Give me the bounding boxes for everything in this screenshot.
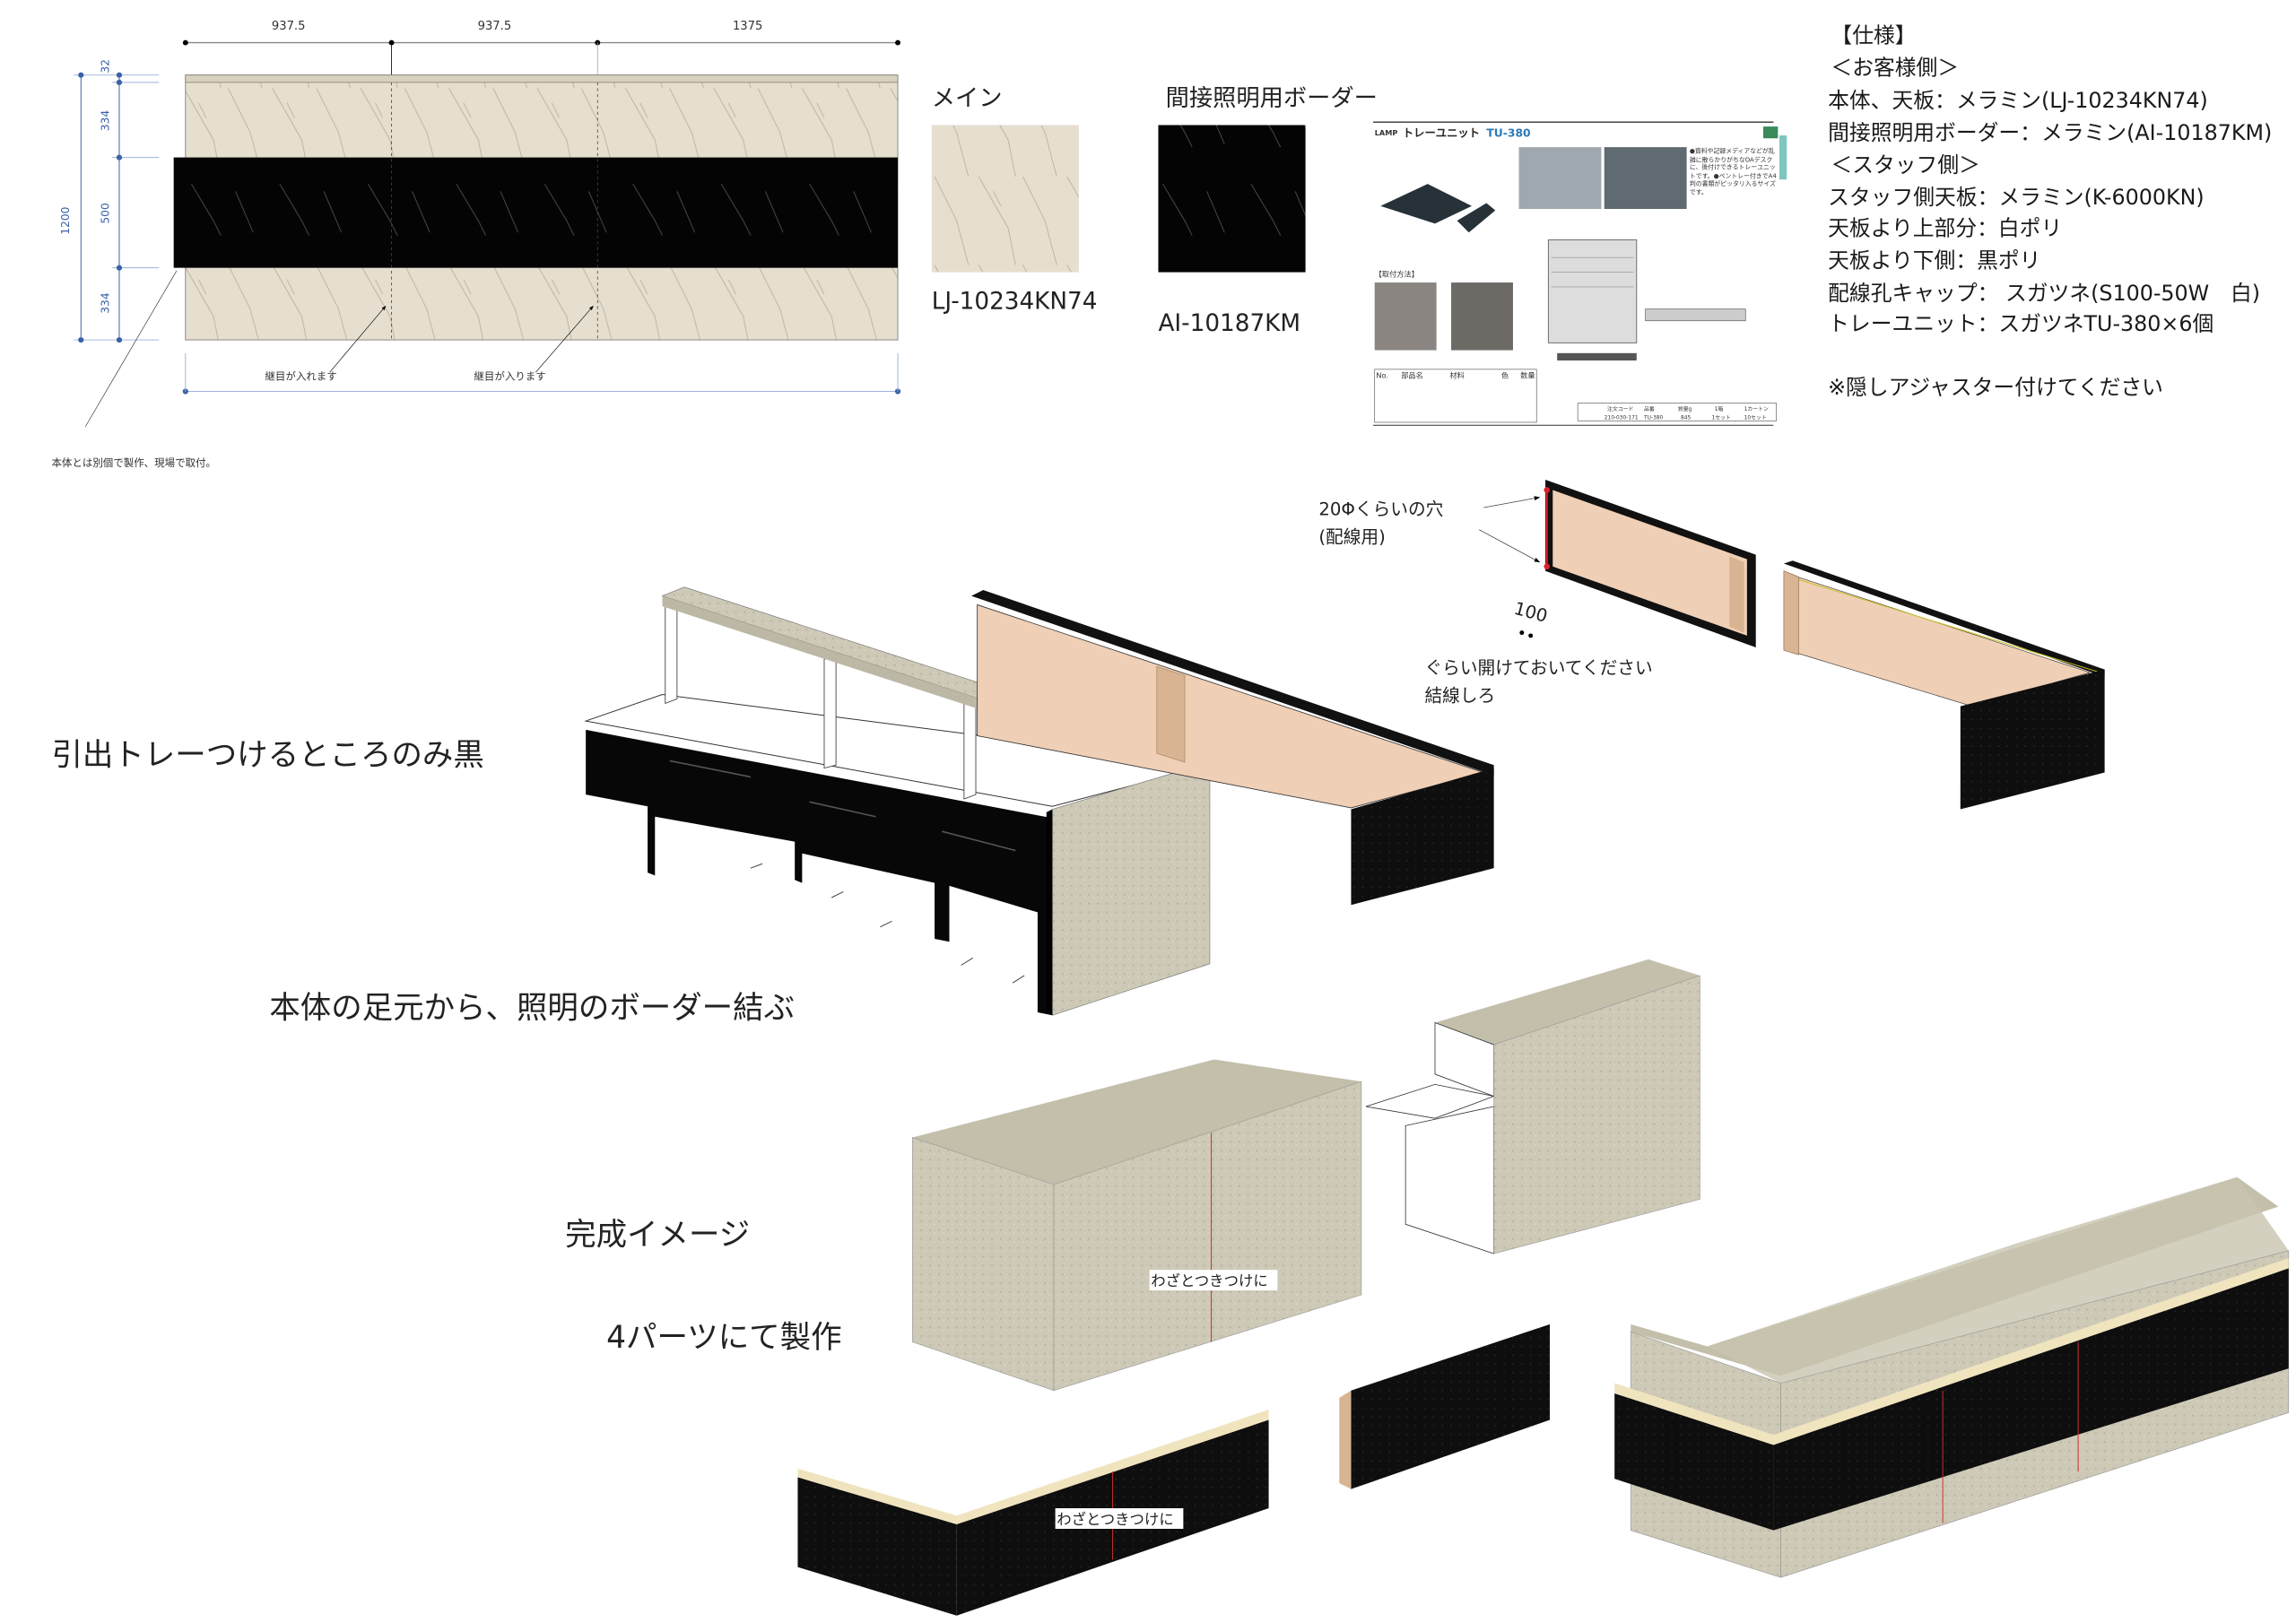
completed-counter-left: わざとつきつけに [912, 1059, 1362, 1392]
butt-joint-note-2: わざとつきつけに [1057, 1511, 1173, 1528]
catalog-excerpt-tu380: LAMP トレーユニット TU-380 ●資料や記録メディアなどが乱雑に散らかり… [1369, 120, 1788, 427]
spec-line: トレーユニット：スガツネTU-380×6個 [1828, 311, 2213, 336]
catalog-parts-table: No. 部品名 材料 色 数量 [1374, 369, 1537, 423]
end-border-panel-iso [1783, 560, 2105, 810]
completed-border-left: わざとつきつけに [797, 1410, 1269, 1616]
swatch-main: メイン LJ-10234KN74 [931, 85, 1098, 316]
width-dim-2: 937.5 [478, 20, 512, 33]
catalog-brand: LAMP [1375, 128, 1398, 137]
svg-text:色: 色 [1501, 371, 1509, 380]
spec-customer-side: ＜お客様側＞ [1831, 56, 1959, 81]
four-parts-label: 4パーツにて製作 [606, 1320, 841, 1356]
border-panel-iso [971, 590, 1494, 906]
spec-list: 【仕様】 ＜お客様側＞ 本体、天板：メラミン(LJ-10234KN74) 間接照… [1828, 23, 2272, 400]
hole-offset-dim: 100 [1512, 598, 1550, 627]
height-dim-band: 500 [99, 203, 111, 223]
wiring-hole-bottom [1544, 563, 1550, 570]
completed-counter-right [1614, 1176, 2290, 1578]
black-border-band [173, 157, 899, 268]
open-note: ぐらい開けておいてください [1425, 658, 1653, 679]
height-dim-total: 1200 [59, 206, 72, 234]
front-elevation: 937.5 937.5 1375 1200 32 334 500 334 継目が… [51, 20, 901, 469]
svg-text:品番: 品番 [1644, 406, 1655, 412]
svg-text:No.: No. [1376, 371, 1388, 380]
spec-line: 本体、天板：メラミン(LJ-10234KN74) [1828, 88, 2208, 113]
border-swatch-image [1158, 125, 1306, 273]
svg-text:210-030-171: 210-030-171 [1605, 416, 1639, 421]
catalog-order-table: 注文コード 品番 質量g 1箱 1カートン 210-030-171 TU-380… [1577, 403, 1778, 421]
joint-note-1: 継目が入れます [265, 369, 336, 382]
swatch-main-code: LJ-10234KN74 [932, 289, 1098, 316]
svg-text:材料: 材料 [1449, 371, 1464, 380]
svg-text:1箱: 1箱 [1715, 405, 1724, 412]
joint-note-2: 継目が入ります [474, 369, 545, 382]
spec-staff-side: ＜スタッフ側＞ [1831, 152, 1979, 178]
wire-note: 結線しろ [1425, 686, 1496, 707]
svg-text:845: 845 [1681, 416, 1691, 421]
swatch-border-code: AI-10187KM [1158, 310, 1300, 337]
height-dim-top: 32 [99, 59, 111, 74]
svg-text:TU-380: TU-380 [1643, 416, 1664, 421]
spec-line: 天板より下側：黒ポリ [1828, 248, 2040, 273]
svg-text:1セット: 1セット [1711, 415, 1730, 421]
width-dim-3: 1375 [733, 20, 762, 33]
height-dim-lower: 334 [99, 292, 111, 314]
main-swatch-image [931, 125, 1079, 273]
side-note: 本体とは別個で製作、現場で取付。 [51, 456, 216, 469]
spec-heading: 【仕様】 [1831, 23, 1916, 48]
completed-image-label: 完成イメージ [565, 1217, 750, 1253]
catalog-install-label: 【取付方法】 [1375, 270, 1419, 279]
wiring-hole-top [1544, 487, 1550, 493]
hole-note: 20Φくらいの穴 [1318, 499, 1443, 519]
height-dim-upper: 334 [99, 110, 111, 132]
svg-text:注文コード: 注文コード [1607, 405, 1634, 412]
catalog-description: ●資料や記録メディアなどが乱雑に散らかりがちなOAデスクに、後付けできるトレーユ… [1689, 147, 1777, 196]
completed-border-middle [1339, 1324, 1550, 1489]
svg-text:質量g: 質量g [1678, 405, 1692, 412]
spec-line: 天板より上部分：白ポリ [1828, 216, 2062, 241]
spec-line: スタッフ側天板：メラミン(K-6000KN) [1828, 185, 2205, 210]
wiring-panel-iso: 20Φくらいの穴 (配線用) 100 ぐらい開けておいてください 結線しろ [1318, 479, 1756, 707]
svg-text:1カートン: 1カートン [1744, 406, 1769, 412]
swatch-border: 間接照明用ボーダー AI-10187KM [1158, 85, 1378, 337]
butt-joint-note-1: わざとつきつけに [1151, 1272, 1267, 1289]
tray-black-note: 引出トレーつけるところのみ黒 [51, 737, 483, 773]
completed-staff-unit [1365, 959, 1700, 1254]
spec-line: 配線孔キャップ： スガツネ(S100-50W 白) [1828, 281, 2260, 306]
catalog-title: トレーユニット [1403, 127, 1480, 140]
catalog-model: TU-380 [1486, 127, 1530, 140]
swatch-border-title: 間接照明用ボーダー [1166, 85, 1378, 112]
width-dim-1: 937.5 [272, 20, 306, 33]
svg-text:数量: 数量 [1520, 371, 1535, 380]
svg-text:10セット: 10セット [1744, 415, 1767, 421]
spec-note: ※隠しアジャスター付けてください [1828, 375, 2163, 400]
svg-text:部品名: 部品名 [1401, 371, 1423, 380]
hole-note-purpose: (配線用) [1318, 527, 1385, 548]
spec-line: 間接照明用ボーダー：メラミン(AI-10187KM) [1828, 120, 2272, 145]
border-connect-note: 本体の足元から、照明のボーダー結ぶ [269, 991, 795, 1027]
swatch-main-title: メイン [932, 85, 1003, 112]
